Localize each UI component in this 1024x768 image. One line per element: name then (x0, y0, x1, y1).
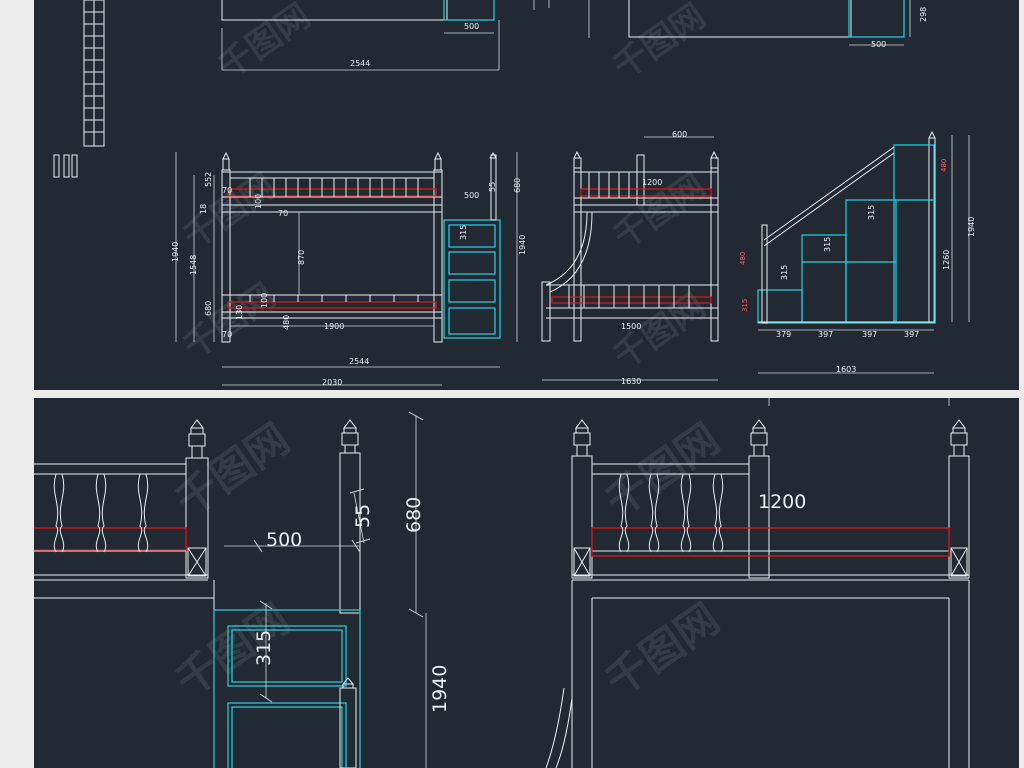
top-cad-drawing: 千图网 千图网 千图网 千图网 千图网 千图网 500 2544 500 298 (53, 0, 976, 387)
dim-480-red: 480 (940, 159, 948, 172)
dim-55: 55 (488, 182, 497, 192)
dim-55-detail: 55 (352, 504, 374, 528)
dim-1940-mid: 1940 (518, 235, 527, 255)
dim-397-a: 397 (818, 330, 833, 339)
dim-500-detail: 500 (266, 529, 302, 551)
dim-680-detail: 680 (403, 497, 425, 533)
dim-680-left: 680 (204, 301, 213, 316)
dim-2544-top: 2544 (350, 59, 370, 68)
dim-130: 130 (235, 305, 244, 320)
dim-480: 480 (282, 315, 291, 330)
dim-397-c: 397 (904, 330, 919, 339)
dim-1940-detail: 1940 (429, 665, 451, 713)
detail-front-guard-and-stair: 500 55 315 680 1940 (34, 411, 451, 768)
dim-680-mid: 680 (513, 178, 522, 193)
dim-1200-detail: 1200 (758, 491, 806, 513)
dim-500-top-b: 500 (871, 40, 886, 49)
dim-2544-bottom: 2544 (349, 357, 369, 366)
watermark: 千图网 (597, 594, 728, 706)
dim-870: 870 (297, 250, 306, 265)
dim-100-a: 100 (254, 194, 263, 209)
side-elevation-bunk-bed: 1200 1500 1630 600 (541, 130, 719, 386)
dim-397-b: 397 (862, 330, 877, 339)
front-elevation-bunk-bed: 870 500 55 315 1940 1548 552 70 18 100 7… (171, 151, 527, 387)
dim-315-r1: 315 (867, 205, 876, 220)
watermark: 千图网 (211, 0, 317, 87)
dim-1940-left: 1940 (171, 242, 180, 262)
top-plan-view-right: 500 298 (588, 0, 928, 49)
dim-500-stair: 500 (464, 191, 479, 200)
dim-379: 379 (776, 330, 791, 339)
top-plan-view-left: 500 2544 (221, 0, 550, 71)
dim-70-b: 70 (278, 209, 288, 218)
dim-1548: 1548 (189, 255, 198, 275)
ladder-strip (53, 0, 105, 178)
dim-500-top-a: 500 (464, 22, 479, 31)
dim-315-r3: 315 (780, 265, 789, 280)
dim-70-a: 70 (222, 186, 232, 195)
dim-315-r2: 315 (823, 237, 832, 252)
watermark: 千图网 (606, 0, 712, 87)
dim-315-stair: 315 (459, 225, 468, 240)
dim-1603: 1603 (836, 365, 856, 374)
dim-480-red-2: 480 (739, 252, 747, 265)
dim-100-b: 100 (260, 293, 269, 308)
bottom-detail-panel: 千图网 千图网 千图网 千图网 (34, 398, 1019, 768)
dim-552: 552 (204, 172, 213, 187)
dim-315-detail: 315 (253, 630, 275, 666)
watermark-group-detail: 千图网 千图网 千图网 千图网 (167, 414, 728, 706)
dim-1200: 1200 (642, 178, 662, 187)
bottom-cad-detail: 千图网 千图网 千图网 千图网 (34, 398, 970, 768)
dim-1900: 1900 (324, 322, 344, 331)
dim-70-c: 70 (222, 330, 232, 339)
dim-1630: 1630 (621, 377, 641, 386)
dim-1500: 1500 (621, 322, 641, 331)
watermark: 千图网 (176, 276, 282, 367)
dim-315-red: 315 (741, 299, 749, 312)
detail-side-guard-and-slide: 1200 (545, 398, 970, 768)
stair-elevation: 315 315 315 480 480 315 1940 1260 379 39… (739, 130, 976, 374)
top-drawing-panel: 千图网 千图网 千图网 千图网 千图网 千图网 500 2544 500 298 (34, 0, 1019, 390)
dim-298: 298 (919, 7, 928, 22)
dim-18: 18 (199, 204, 208, 214)
dim-1260: 1260 (942, 250, 951, 270)
dim-1940-right: 1940 (967, 217, 976, 237)
dim-600: 600 (672, 130, 687, 139)
dim-2030: 2030 (322, 378, 342, 387)
watermark: 千图网 (597, 414, 728, 526)
